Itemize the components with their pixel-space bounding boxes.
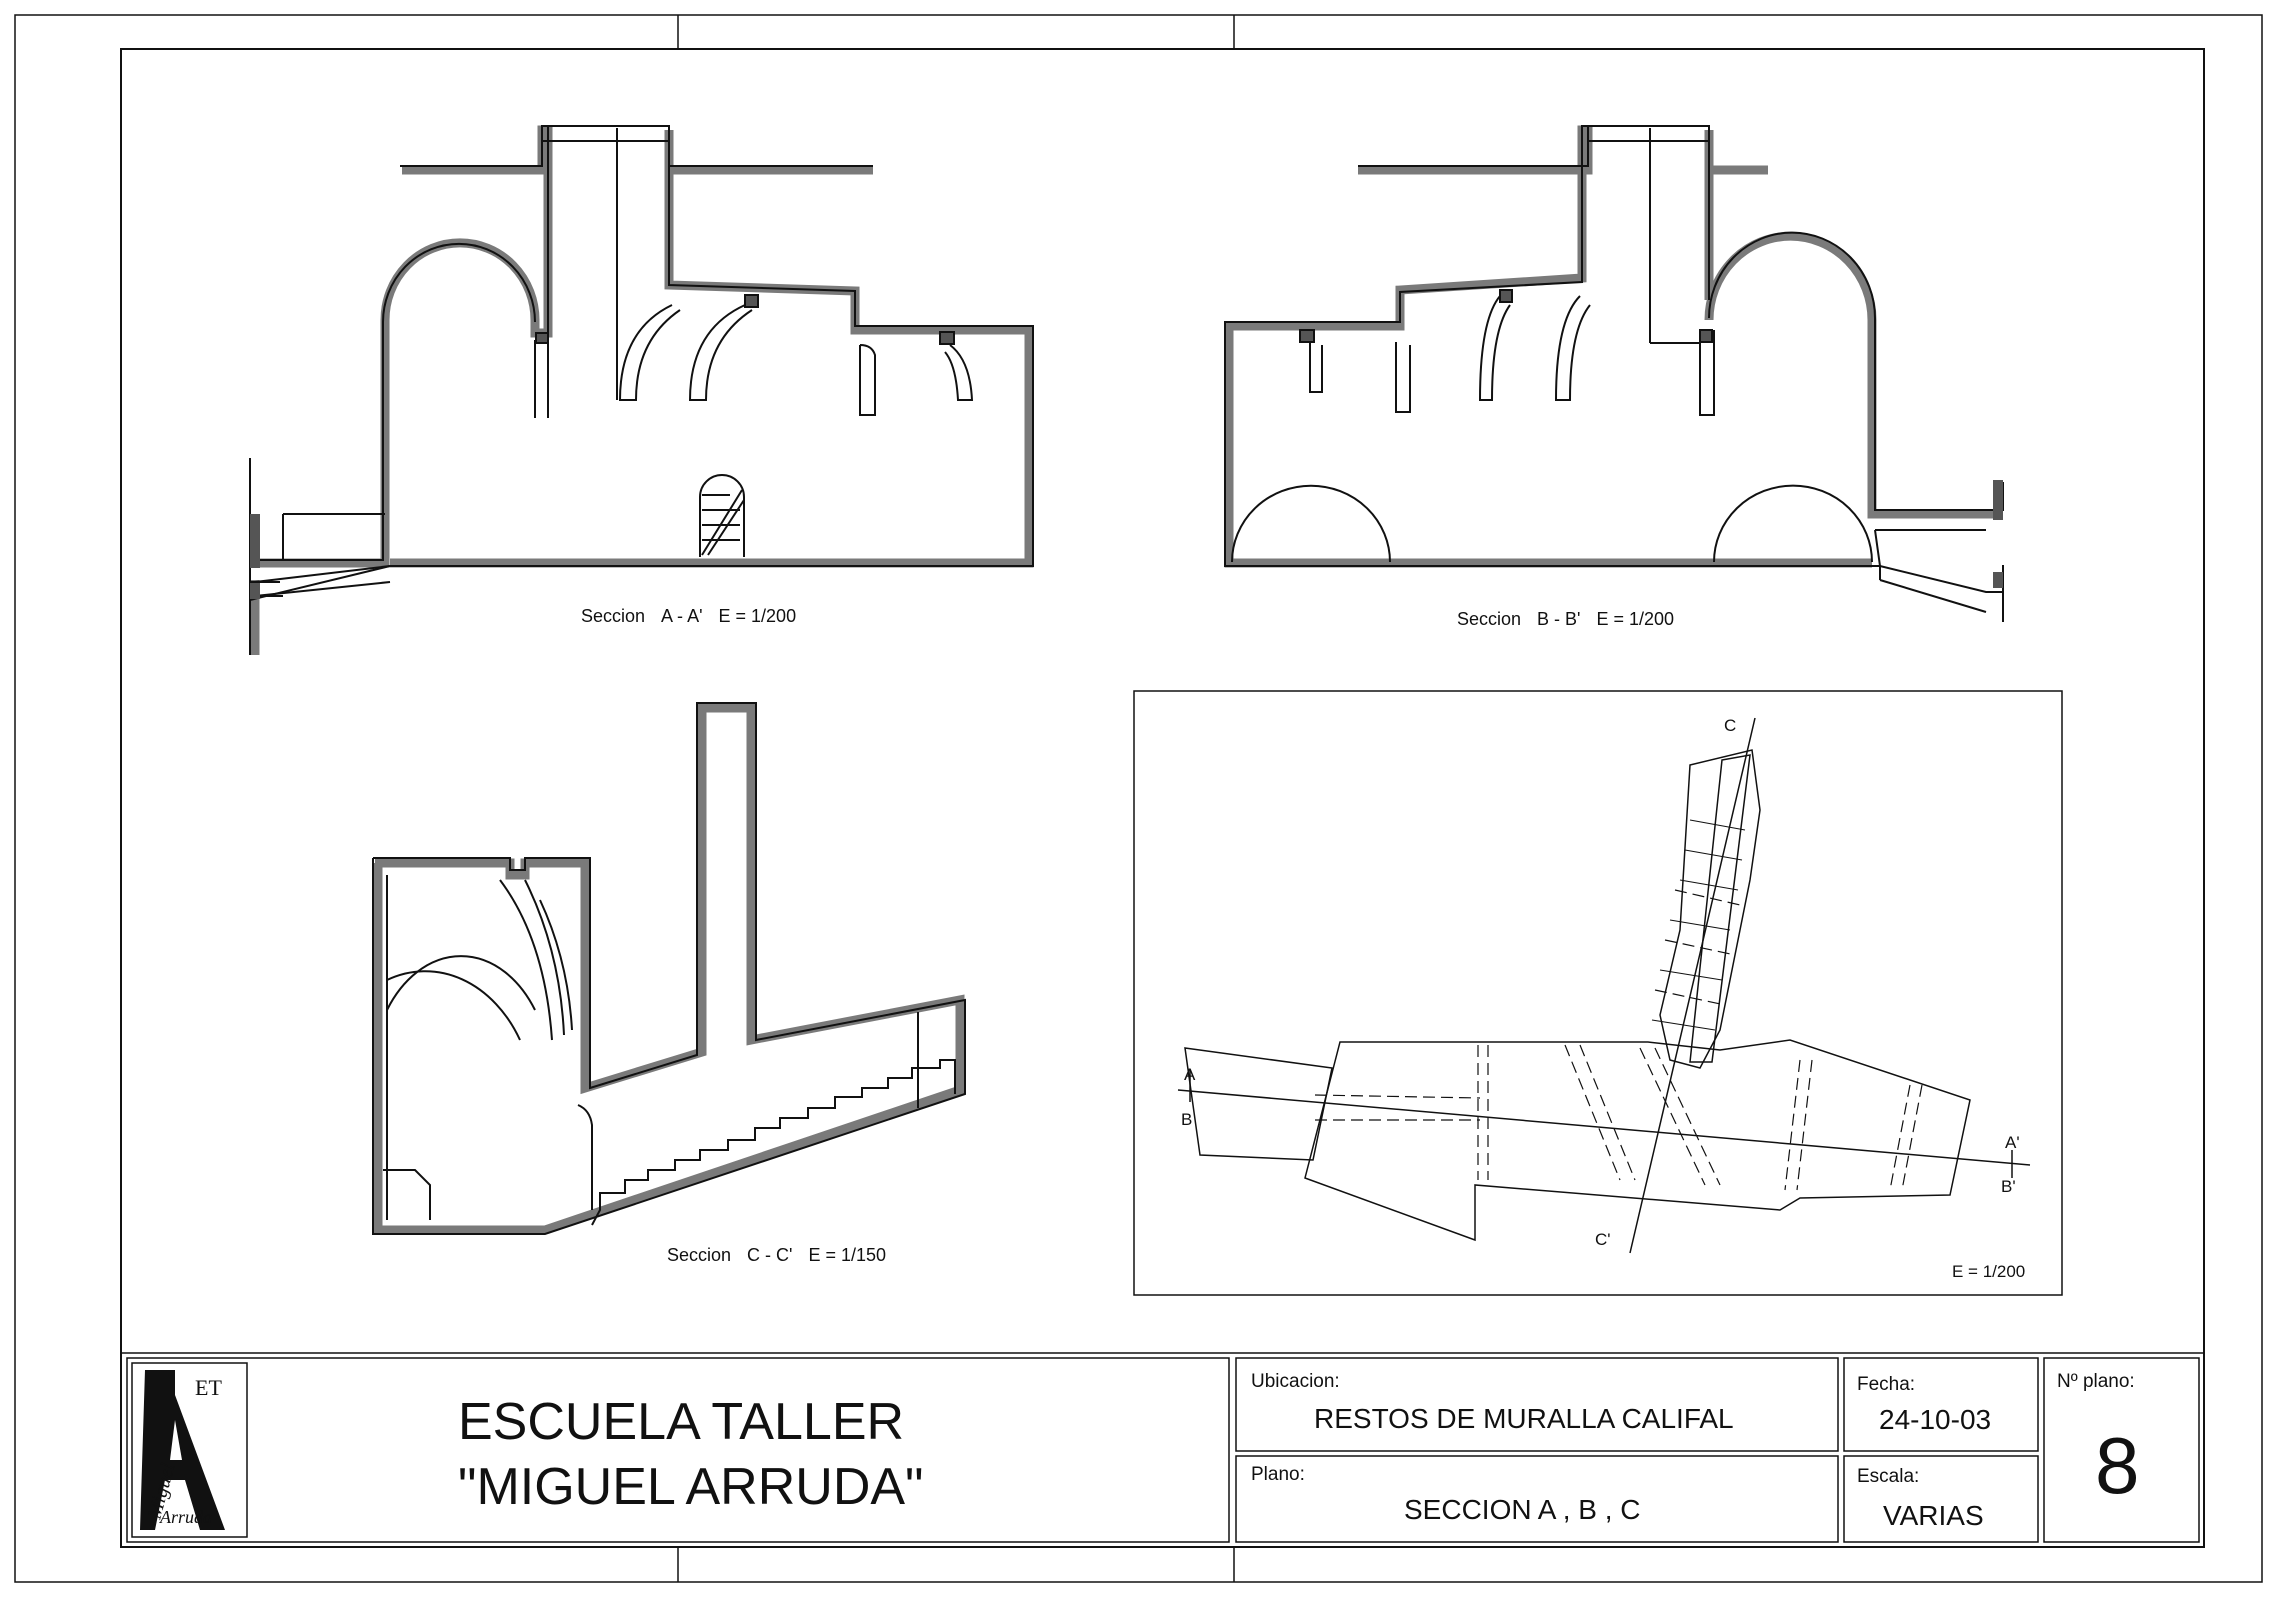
escala-label: Escala:	[1857, 1466, 1920, 1487]
ubicacion-value: RESTOS DE MURALLA CALIFAL	[1314, 1403, 1734, 1434]
section-b-caption-id: B - B'	[1537, 609, 1580, 629]
plan-view	[1133, 690, 2063, 1296]
section-b-caption: Seccion B - B' E = 1/200	[1457, 609, 1674, 629]
plan-number-value: 8	[2095, 1421, 2140, 1510]
fecha-label: Fecha:	[1857, 1374, 1916, 1395]
plan-marker-c-prime: C'	[1595, 1230, 1611, 1249]
plan-scale: E = 1/200	[1952, 1262, 2025, 1281]
section-b-caption-scale: E = 1/200	[1597, 609, 1675, 629]
plan-marker-c: C	[1724, 716, 1736, 735]
fecha-value: 24-10-03	[1879, 1404, 1992, 1435]
logo-line2: Arruda	[159, 1507, 212, 1527]
ubicacion-label: Ubicacion:	[1251, 1371, 1340, 1392]
school-logo: ET Miguel Arruda	[140, 1370, 225, 1530]
section-b-caption-name: Seccion	[1457, 609, 1521, 629]
plano-label: Plano:	[1251, 1464, 1305, 1485]
plan-number-label: Nº plano:	[2057, 1371, 2135, 1392]
section-c-caption-name: Seccion	[667, 1245, 731, 1265]
escala-value: VARIAS	[1883, 1500, 1984, 1531]
title-block-frame	[121, 1352, 2204, 1543]
plan-marker-a: A	[1184, 1065, 1196, 1084]
section-c-caption: Seccion C - C' E = 1/150	[667, 1245, 886, 1265]
plan-markers: A B A' B' C C' E = 1/200	[1181, 716, 2025, 1281]
section-c-caption-scale: E = 1/150	[808, 1245, 886, 1265]
section-a-caption-scale: E = 1/200	[719, 606, 797, 626]
plano-value: SECCION A , B , C	[1404, 1494, 1641, 1525]
section-a-drawing	[249, 125, 1034, 655]
section-c-caption-id: C - C'	[747, 1245, 792, 1265]
section-c-drawing	[372, 702, 966, 1235]
plan-marker-a-prime: A'	[2005, 1133, 2020, 1152]
section-a-caption-id: A - A'	[661, 606, 702, 626]
sheet-frame	[14, 14, 2263, 1583]
section-b-drawing	[1224, 125, 2004, 622]
plan-marker-b: B	[1181, 1110, 1192, 1129]
school-name-line2: "MIGUEL ARRUDA"	[458, 1458, 924, 1516]
plan-marker-b-prime: B'	[2001, 1177, 2016, 1196]
logo-mark: ET	[195, 1375, 222, 1400]
section-a-caption-name: Seccion	[581, 606, 645, 626]
section-a-caption: Seccion A - A' E = 1/200	[581, 606, 796, 626]
school-name-line1: ESCUELA TALLER	[458, 1393, 905, 1451]
